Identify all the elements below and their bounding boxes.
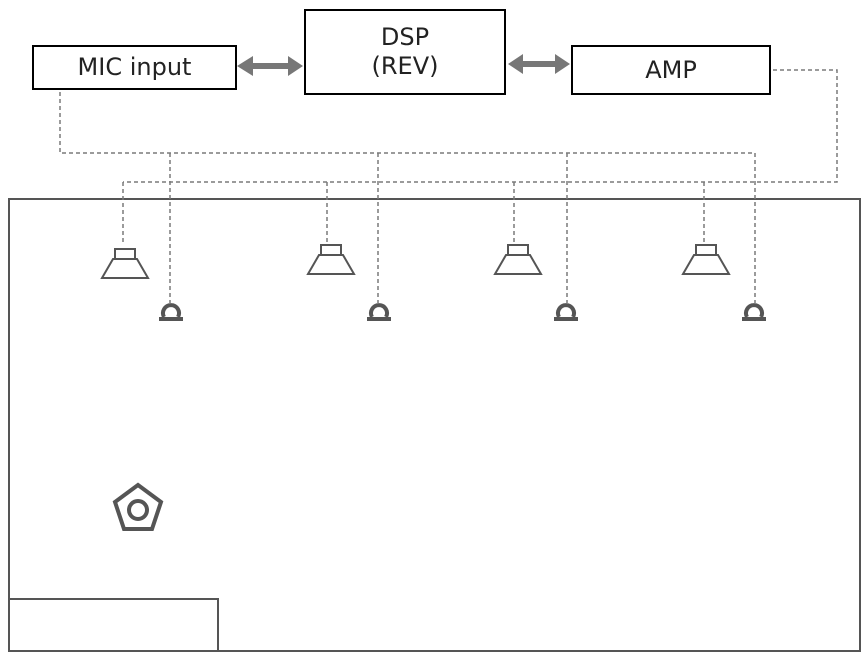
ceiling-mic-icon bbox=[157, 303, 185, 321]
speaker-icon bbox=[494, 244, 542, 275]
ceiling-mic-icon bbox=[740, 303, 768, 321]
amp-block: AMP bbox=[571, 45, 771, 95]
stage-area bbox=[9, 598, 219, 651]
mic-dsp-arrow bbox=[237, 56, 303, 76]
ceiling-mic-icon bbox=[365, 303, 393, 321]
dsp-label: DSP bbox=[380, 23, 430, 51]
dsp-amp-arrow bbox=[508, 54, 570, 74]
mic-bus-wiring bbox=[59, 92, 756, 303]
mic-input-label: MIC input bbox=[77, 53, 192, 81]
dsp-sublabel: (REV) bbox=[371, 52, 439, 80]
ceiling-mic-icon bbox=[552, 303, 580, 321]
amp-bus-wiring bbox=[122, 69, 838, 243]
dsp-block: DSP (REV) bbox=[304, 9, 506, 95]
amp-label: AMP bbox=[645, 55, 697, 84]
mic-input-block: MIC input bbox=[32, 45, 237, 90]
room-outline bbox=[8, 198, 861, 652]
speaker-icon bbox=[101, 248, 149, 279]
speaker-icon bbox=[682, 244, 730, 275]
sound-source-icon bbox=[112, 482, 164, 531]
speaker-icon bbox=[307, 244, 355, 275]
